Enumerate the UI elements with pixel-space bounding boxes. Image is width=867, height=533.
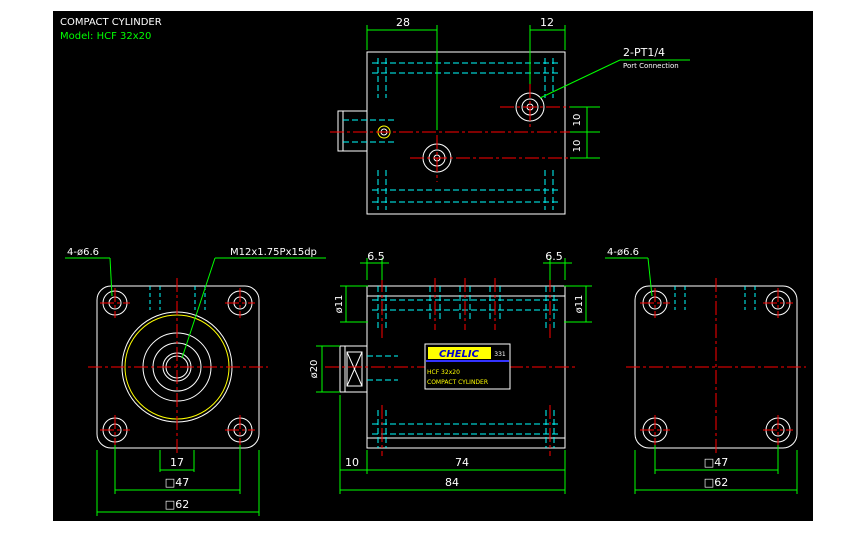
drawing-title: COMPACT CYLINDER (60, 17, 162, 28)
dim-6-5-left: 6.5 (367, 250, 385, 263)
nameplate-brand: CHELIC (439, 349, 480, 360)
holes-callout-front: 4-ø6.6 (67, 247, 99, 258)
top-view: 28 12 2-PT1/4 Port Connection 10 10 (330, 16, 690, 215)
dim-74: 74 (455, 456, 469, 469)
nameplate-name: COMPACT CYLINDER (427, 379, 488, 386)
dim-phi11-right: ø11 (574, 295, 585, 314)
dim-62-front: □62 (165, 498, 189, 511)
nameplate-code: 331 (494, 351, 506, 358)
dim-62-rear: □62 (704, 476, 728, 489)
holes-callout-rear: 4-ø6.6 (607, 247, 639, 258)
dim-10-upper: 10 (572, 114, 583, 127)
dim-6-5-right: 6.5 (545, 250, 563, 263)
dim-10-lower: 10 (572, 140, 583, 153)
thread-callout: M12x1.75Px15dp (230, 247, 317, 258)
cad-drawing: COMPACT CYLINDER Model: HCF 32x20 (60, 16, 806, 516)
dim-28: 28 (396, 16, 410, 29)
dim-47-front: □47 (165, 476, 189, 489)
rear-view: 4-ø6.6 □47 □62 (605, 247, 806, 494)
front-view: 4-ø6.6 M12x1.75Px15dp 17 □47 □62 (65, 247, 326, 516)
dim-10: 10 (345, 456, 359, 469)
port-callout: 2-PT1/4 (623, 46, 665, 59)
dim-47-rear: □47 (704, 456, 728, 469)
side-view: CHELIC 331 HCF 32x20 COMPACT CYLINDER (309, 250, 592, 494)
dim-84: 84 (445, 476, 459, 489)
dim-phi20: ø20 (309, 360, 320, 379)
dim-17: 17 (170, 456, 184, 469)
cad-drawing-area: COMPACT CYLINDER Model: HCF 32x20 (53, 11, 813, 521)
model-label: Model: HCF 32x20 (60, 31, 151, 42)
nameplate-model: HCF 32x20 (427, 369, 460, 376)
port-connection-note: Port Connection (623, 62, 679, 70)
dim-phi11-left: ø11 (334, 295, 345, 314)
dim-12: 12 (540, 16, 554, 29)
